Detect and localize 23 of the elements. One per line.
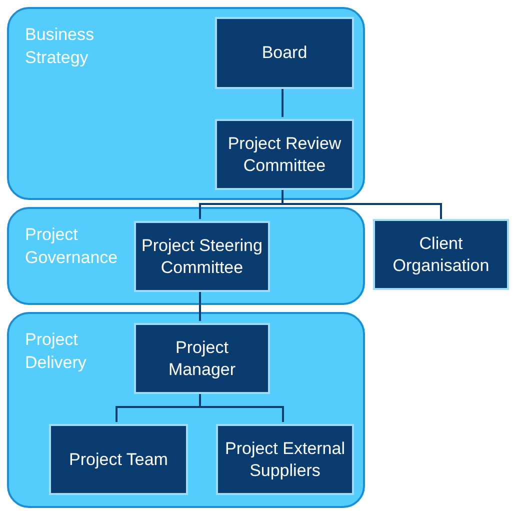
- role-box: [49, 424, 188, 495]
- group-band: [7, 7, 365, 200]
- role-label: Project Review Committee: [226, 132, 342, 176]
- role-box: [216, 424, 354, 495]
- role-label: Project External Suppliers: [224, 438, 346, 482]
- role-box: [134, 323, 270, 394]
- connector-line: [282, 87, 284, 117]
- role-box: [215, 119, 354, 190]
- group-heading: Project Governance: [25, 224, 119, 269]
- role-label: Project Steering Committee: [140, 234, 264, 278]
- role-label: Project Team: [69, 448, 168, 470]
- group-band: [7, 312, 365, 508]
- group-band: [7, 207, 365, 305]
- role-box: [134, 221, 270, 292]
- role-box: [215, 17, 354, 89]
- role-box: [373, 219, 509, 290]
- group-heading: Project Delivery: [25, 329, 88, 374]
- role-label: Project Manager: [167, 336, 237, 380]
- group-heading: Business Strategy: [25, 24, 95, 69]
- role-label: Board: [262, 42, 308, 64]
- connector-line: [199, 392, 284, 422]
- connector-line: [199, 290, 201, 321]
- role-label: Client Organisation: [392, 232, 490, 276]
